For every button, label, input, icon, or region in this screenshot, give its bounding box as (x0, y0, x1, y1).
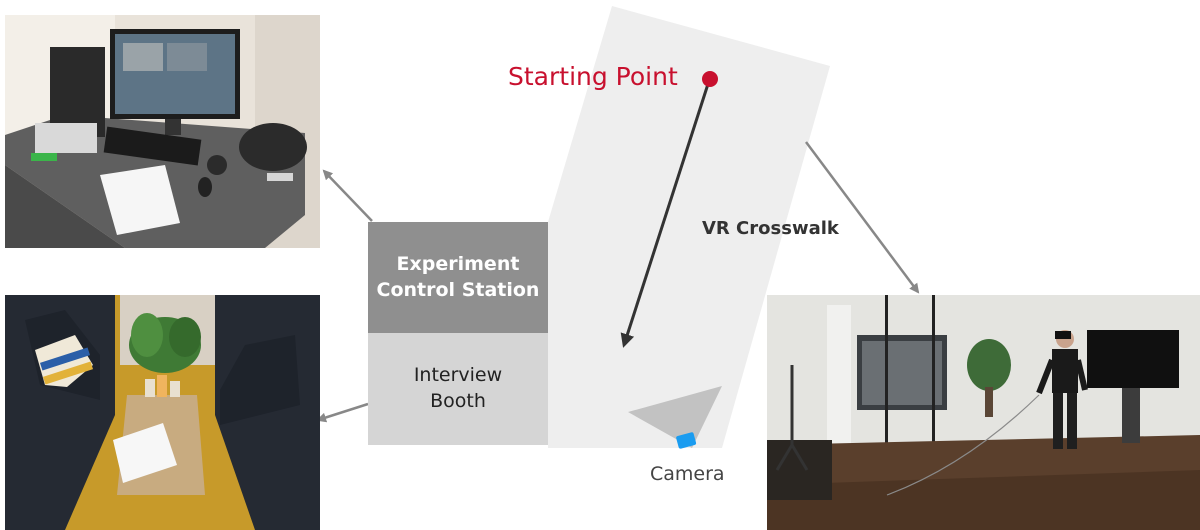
control-station-photo (5, 15, 320, 248)
experiment-control-station-box: Experiment Control Station (368, 222, 548, 333)
vr-crosswalk-label: VR Crosswalk (702, 218, 839, 239)
walk-path-arrow (620, 83, 710, 348)
camera-field-of-view (628, 386, 722, 448)
vr-room-photo (767, 295, 1200, 530)
arrow-to-control-photo (322, 169, 373, 222)
starting-point-label: Starting Point (508, 62, 678, 91)
interview-booth-box: Interview Booth (368, 333, 548, 445)
camera-icon (676, 432, 697, 449)
starting-point-marker (702, 71, 718, 87)
interview-booth-photo (5, 295, 320, 530)
arrow-to-booth-photo (316, 402, 369, 423)
arrow-to-vr-room-photo (804, 141, 920, 294)
camera-label: Camera (650, 463, 725, 485)
vr-crosswalk-area (548, 6, 830, 448)
